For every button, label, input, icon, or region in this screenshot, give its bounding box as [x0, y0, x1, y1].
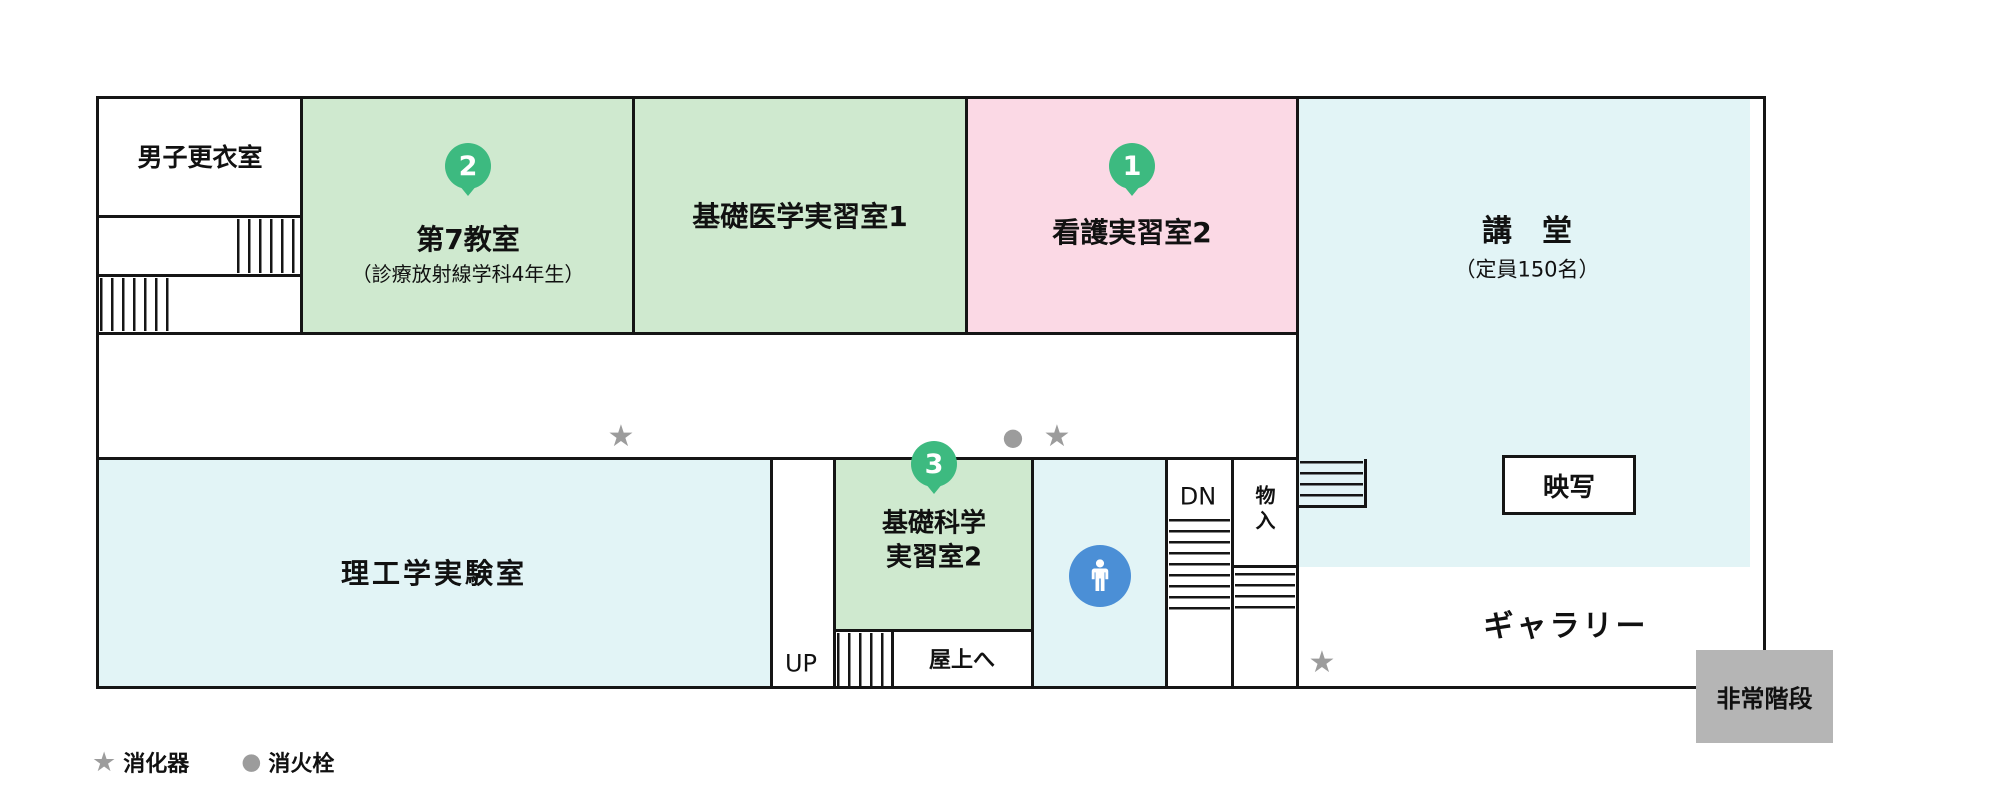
stairs-treads-locker-lower — [100, 278, 170, 331]
stairs-up-label: UP — [784, 649, 818, 678]
room-label-basic-science-lab-2-line1: 基礎科学 — [881, 508, 987, 539]
wall — [1031, 459, 1034, 689]
room-classroom-7-area — [303, 99, 633, 332]
wall — [632, 96, 635, 335]
wall — [1296, 505, 1367, 508]
wall — [96, 332, 1299, 335]
stairs-treads-dn — [1169, 519, 1230, 611]
room-label-auditorium: 講 堂 — [1482, 214, 1572, 249]
wall — [96, 457, 1299, 460]
badge-2: 2 — [445, 143, 491, 189]
room-basic-medicine-lab-1-area — [635, 99, 966, 332]
room-label-mens-locker: 男子更衣室 — [137, 143, 263, 172]
projection-room-box: 映写 — [1502, 455, 1636, 515]
legend-extinguisher-label: 消化器 — [123, 752, 190, 777]
room-label-basic-medicine-lab-1: 基礎医学実習室1 — [692, 200, 908, 234]
room-label-storage: 物入 — [1252, 485, 1276, 535]
restroom-icon — [1069, 545, 1131, 607]
stairs-treads-locker-upper — [237, 219, 300, 273]
room-science-engineering-lab-area — [99, 460, 771, 686]
room-sublabel-classroom-7: （診療放射線学科4年生） — [351, 262, 585, 286]
room-sublabel-auditorium: （定員150名） — [1454, 257, 1600, 282]
stairs-treads-gallery — [1300, 461, 1363, 505]
wall — [1234, 565, 1297, 568]
wall — [833, 629, 1034, 632]
badge-1: 1 — [1109, 143, 1155, 189]
room-label-basic-science-lab-2-line2: 実習室2 — [885, 542, 983, 573]
room-label-projection: 映写 — [1542, 472, 1595, 503]
emergency-stairs-box: 非常階段 — [1696, 650, 1833, 743]
room-nursing-lab-2-area — [968, 99, 1297, 332]
badge-2-number: 2 — [458, 150, 478, 182]
extinguisher-star-icon: ★ — [92, 746, 117, 778]
hydrant-dot-icon: ● — [241, 748, 262, 775]
wall — [770, 459, 773, 689]
room-label-nursing-lab-2: 看護実習室2 — [1052, 216, 1212, 250]
badge-3: 3 — [911, 441, 957, 487]
legend: ★ 消化器 ● 消火栓 — [92, 746, 334, 778]
room-label-rooftop-access: 屋上へ — [928, 647, 996, 673]
wall — [1296, 96, 1299, 689]
male-figure-icon — [1091, 559, 1109, 591]
extinguisher-star-icon: ★ — [1043, 419, 1071, 454]
room-label-classroom-7: 第7教室 — [416, 223, 520, 257]
wall — [1364, 459, 1367, 508]
legend-hydrant-label: 消火栓 — [268, 752, 335, 777]
stairs-treads-up — [837, 633, 890, 688]
wall — [1165, 459, 1168, 689]
extinguisher-star-icon: ★ — [607, 419, 635, 454]
legend-extinguisher: ★ 消化器 — [92, 746, 189, 778]
building-outline — [96, 96, 1766, 689]
badge-3-number: 3 — [924, 448, 944, 480]
wall — [96, 215, 303, 218]
legend-hydrant: ● 消火栓 — [241, 746, 334, 778]
wall — [1231, 459, 1234, 689]
wall — [965, 96, 968, 335]
hydrant-dot-icon: ● — [1002, 423, 1024, 451]
wall — [833, 459, 836, 689]
badge-1-number: 1 — [1122, 150, 1142, 182]
extinguisher-star-icon: ★ — [1308, 645, 1336, 680]
room-label-science-engineering-lab: 理工学実験室 — [340, 557, 528, 591]
wall — [96, 274, 303, 277]
wall — [891, 629, 894, 689]
room-label-emergency-stairs: 非常階段 — [1716, 685, 1813, 713]
room-label-gallery: ギャラリー — [1483, 609, 1649, 644]
stairs-treads-storage — [1235, 573, 1295, 617]
stairs-dn-label: DN — [1179, 482, 1217, 511]
